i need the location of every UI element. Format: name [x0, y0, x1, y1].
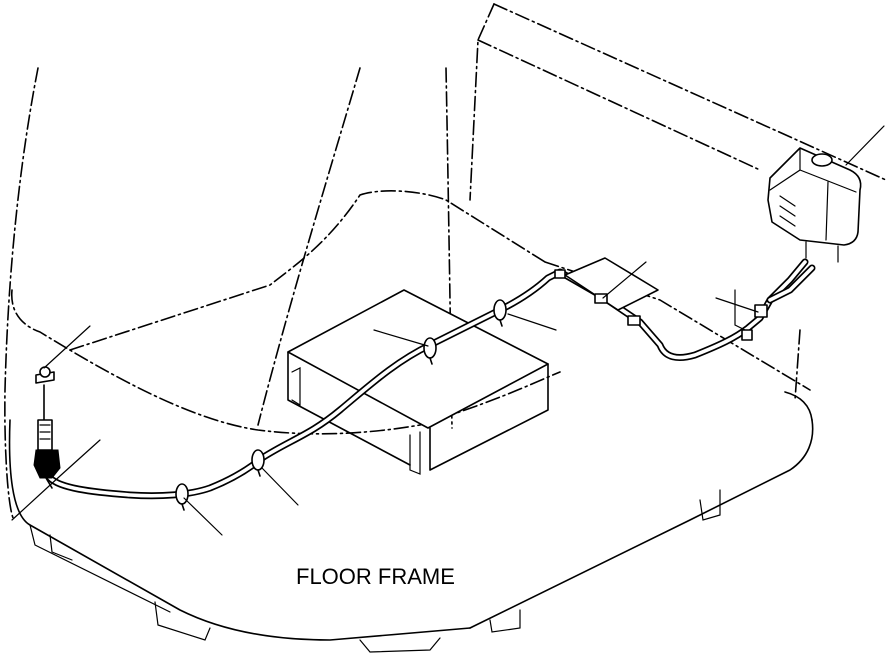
floor-frame-lower-lip: [29, 524, 171, 613]
floor-frame-label: FLOOR FRAME: [296, 564, 455, 589]
leader-hose-end: [11, 439, 101, 521]
hose-tank-branch-inner: [768, 266, 814, 302]
cab-rear-wall-edge: [477, 39, 761, 171]
clamp-4: [493, 299, 507, 327]
leader-nozzle: [43, 325, 91, 369]
cab-front-pillar-right: [445, 67, 453, 429]
washer-tank-ribs: [779, 195, 796, 227]
cab-inner-edge: [544, 261, 811, 391]
hose-clip-bracket: [554, 257, 659, 326]
washer-tank: [767, 147, 862, 263]
cab-rear-wall-top: [469, 3, 495, 201]
clamp-3: [423, 337, 437, 365]
console-box-top: [287, 289, 549, 429]
leader-joint: [715, 297, 759, 313]
clamp-1: [175, 483, 189, 511]
hose-path-inner: [48, 260, 807, 498]
clip-bracket-plate: [564, 257, 659, 311]
console-box: [287, 289, 549, 475]
washer-tank-body: [767, 147, 862, 246]
joint-body-lower: [741, 329, 753, 341]
cab-front-pillar-left: [257, 67, 361, 426]
washer-hose: [46, 258, 816, 500]
washer-nozzle-assembly: [33, 366, 61, 489]
floor-frame-top-left: [8, 419, 471, 641]
console-box-rear-tab: [409, 431, 421, 475]
cab-rear-vertical: [794, 329, 801, 401]
washer-tank-top-edge: [799, 169, 857, 193]
console-box-front-tab: [291, 367, 301, 407]
floor-frame-bracket-5: [49, 534, 73, 561]
cab-left-pillar: [4, 67, 39, 521]
cab-outline: [4, 3, 886, 521]
floor-frame-bracket-2: [359, 637, 441, 653]
joint-bracket: [734, 289, 746, 331]
nozzle-base: [33, 449, 61, 479]
nozzle-hose-stub: [45, 477, 53, 489]
console-box-front: [287, 351, 411, 466]
hose-clamps: [175, 299, 507, 511]
floor-frame-bracket-1: [154, 601, 211, 641]
console-box-right: [429, 363, 549, 471]
clip-a: [594, 293, 608, 304]
nozzle-head: [39, 366, 51, 378]
leader-clip-bracket: [602, 261, 647, 299]
cab-rear-roof: [493, 3, 886, 181]
cab-window-sill: [11, 289, 561, 435]
cab-side-window: [69, 190, 546, 351]
leader-tank: [845, 125, 885, 166]
clamp-2: [251, 449, 265, 477]
floor-frame-right-edge: [784, 391, 813, 421]
floor-frame-bracket-3: [489, 609, 521, 633]
leader-clamp-2: [261, 467, 299, 506]
clip-c: [554, 269, 566, 279]
leader-clamp-1: [183, 497, 223, 536]
floor-frame: [8, 391, 814, 653]
nozzle-bracket-lines: [39, 424, 51, 440]
floor-frame-bottom-right: [469, 419, 814, 629]
washer-tank-side-edge: [825, 181, 829, 241]
leader-lines: [11, 125, 885, 536]
clip-b: [627, 315, 641, 326]
washer-tank-cap: [811, 153, 833, 167]
leader-clamp-3: [373, 329, 429, 347]
hose-joint: [734, 289, 768, 341]
floor-frame-bracket-4: [699, 489, 721, 521]
leader-clamp-4: [507, 313, 557, 331]
